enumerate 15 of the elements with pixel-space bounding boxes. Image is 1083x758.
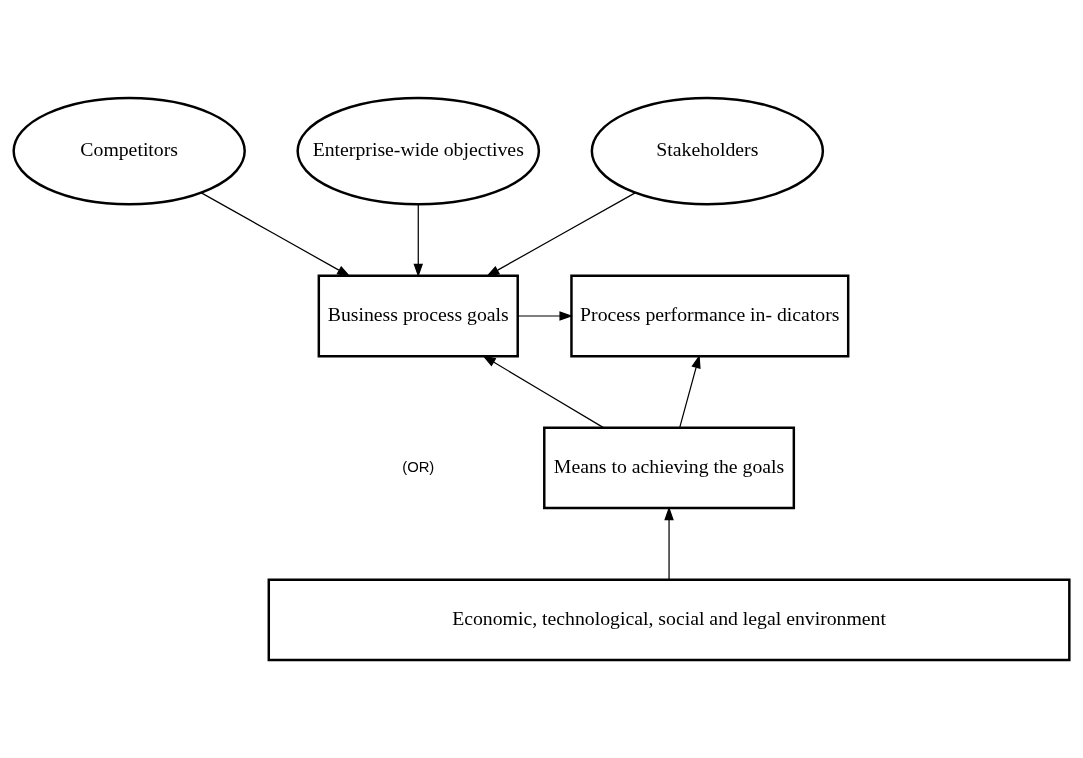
arrow: [679, 354, 701, 429]
node-box: Economic, technological, social and legal environment: [267, 578, 1071, 662]
node-box: Means to achieving the goals: [543, 426, 796, 510]
node-box: Process performance in- dicators: [570, 274, 850, 358]
node-ellipse: Enterprise-wide objectives: [296, 96, 541, 206]
arrow: [413, 204, 424, 278]
node-ellipse: Stakeholders: [590, 96, 825, 206]
arrow: [517, 311, 574, 321]
arrow: [482, 355, 605, 429]
label: (OR): [402, 458, 435, 475]
arrow: [200, 192, 351, 277]
arrow: [485, 192, 636, 277]
arrow: [664, 506, 674, 581]
node-box: Business process goals: [317, 274, 519, 358]
node-ellipse: Competitors: [12, 96, 246, 206]
